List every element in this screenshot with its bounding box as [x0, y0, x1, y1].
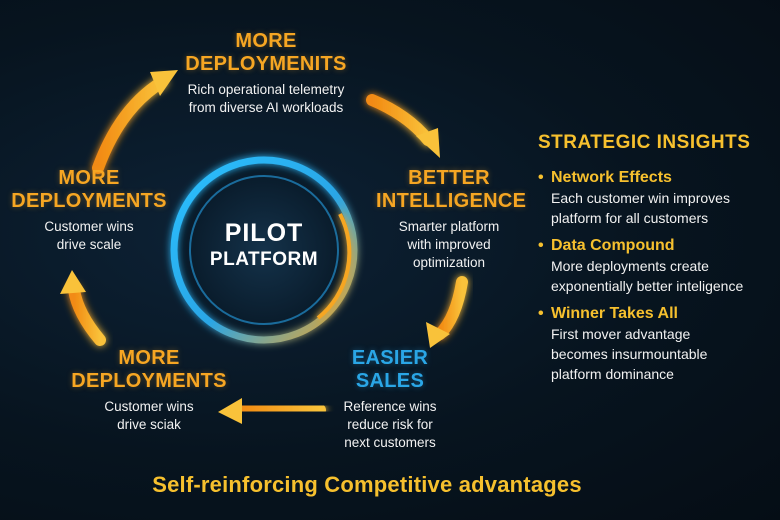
node-title-line1: BETTER [408, 167, 490, 189]
insights-heading: STRATEGIC INSIGHTS [538, 132, 751, 153]
node-desc-line1: Smarter platform [398, 219, 500, 234]
center-label-line1: PILOT [224, 219, 304, 247]
bullet-icon: • [538, 169, 544, 186]
insight-desc-line2: becomes insurmountable [551, 346, 708, 362]
insight-desc-line1: First mover advantage [551, 326, 691, 342]
node-desc-line2: from diverse AI workloads [188, 100, 344, 115]
node-description: Reference wins reduce risk for next cust… [324, 398, 456, 452]
arrow-bottom-to-left [234, 401, 326, 416]
arrowhead-top-to-right [416, 128, 440, 158]
node-more-deployments-bottom: MORE DEPLOYMENTS Customer wins drive sci… [70, 347, 228, 434]
insight-title: • Winner Takes All [538, 304, 774, 324]
insight-title-text: Network Effects [551, 169, 672, 186]
node-title-line2: SALES [355, 370, 425, 392]
node-better-intelligence: BETTER INTELLIGENCE Smarter platform wit… [376, 167, 527, 272]
footer-caption: Self-reinforcing Competitive advantages [152, 472, 582, 497]
node-desc-line1: Rich operational telemetry [187, 82, 345, 97]
node-desc-line2: drive sciak [117, 417, 181, 432]
arrowhead-bottom-to-left [218, 398, 242, 424]
node-description: Smarter platform with improved optimizat… [376, 218, 522, 272]
node-desc-line2: with improved [407, 237, 491, 252]
insight-title: • Network Effects [538, 168, 774, 188]
arrow-left-to-top [92, 76, 168, 174]
insight-title-text: Data Compound [551, 237, 675, 254]
node-title: MORE DEPLOYMENITS [160, 30, 372, 76]
node-title-line1: EASIER [351, 347, 429, 369]
insight-desc-line1: More deployments create [551, 258, 709, 274]
center-ring-accent [316, 213, 352, 320]
node-more-deployments-left: MORE DEPLOYMENTS Customer wins drive sca… [8, 167, 170, 254]
node-more-deployments-top: MORE DEPLOYMENITS Rich operational telem… [160, 30, 372, 117]
arrow-bottomleft-to-left [68, 284, 106, 346]
node-title-line1: MORE [58, 167, 120, 189]
node-desc-line3: next customers [344, 435, 436, 450]
node-desc-line2: drive scale [56, 237, 122, 252]
arrow-top-to-right [366, 94, 434, 146]
bullet-icon: • [538, 305, 544, 322]
node-title: MORE DEPLOYMENTS [8, 167, 170, 213]
insight-desc-line3: platform dominance [551, 366, 674, 382]
center-label-line2: PLATFORM [209, 249, 319, 270]
node-description: Customer wins drive scale [8, 218, 170, 254]
insight-item: •Winner Takes All First mover advantage … [538, 304, 774, 384]
node-desc-line2: reduce risk for [347, 417, 433, 432]
insight-title: • Data Compound [538, 236, 774, 256]
insight-desc-line2: platform for all customers [551, 210, 709, 226]
node-title-line2: INTELLIGENCE [376, 190, 527, 212]
insight-item: • Network Effects Each customer win impro… [538, 168, 774, 228]
node-title-line2: DEPLOYMENITS [185, 53, 347, 75]
node-description: Rich operational telemetry from diverse … [160, 81, 372, 117]
arrowhead-bottomleft-to-left [60, 270, 86, 294]
node-desc-line3: optimization [412, 255, 486, 270]
node-description: Customer wins drive sciak [70, 398, 228, 434]
insight-desc-line2: exponentially better inteligence [551, 278, 744, 294]
insight-item: • Data Compound More deployments create e… [538, 236, 774, 296]
insight-title-text: Winner Takes All [551, 305, 678, 322]
node-title-line2: DEPLOYMENTS [11, 190, 167, 212]
node-desc-line1: Customer wins [104, 399, 194, 414]
arrowhead-left-to-top [150, 70, 178, 96]
arrowhead-right-to-bottom [426, 322, 450, 348]
node-title-line2: DEPLOYMENTS [71, 370, 227, 392]
node-desc-line1: Reference wins [343, 399, 437, 414]
center-label: PILOT PLATFORM [188, 218, 340, 272]
node-title-line1: MORE [118, 347, 180, 369]
bullet-icon: • [538, 237, 544, 254]
center-ring-inner [189, 175, 339, 325]
strategic-insights-panel: STRATEGIC INSIGHTS • Network Effects Each… [538, 132, 774, 392]
node-title: MORE DEPLOYMENTS [70, 347, 228, 393]
center-core [178, 164, 350, 336]
node-title: EASIER SALES [324, 347, 456, 393]
node-title-line1: MORE [235, 30, 297, 52]
insight-desc-line1: Each customer win improves [551, 190, 730, 206]
node-easier-sales: EASIER SALES Reference wins reduce risk … [324, 347, 456, 452]
center-ring-outer [170, 156, 358, 344]
node-title: BETTER INTELLIGENCE [376, 167, 527, 213]
arrow-right-to-bottom [434, 276, 468, 340]
node-desc-line1: Customer wins [44, 219, 134, 234]
